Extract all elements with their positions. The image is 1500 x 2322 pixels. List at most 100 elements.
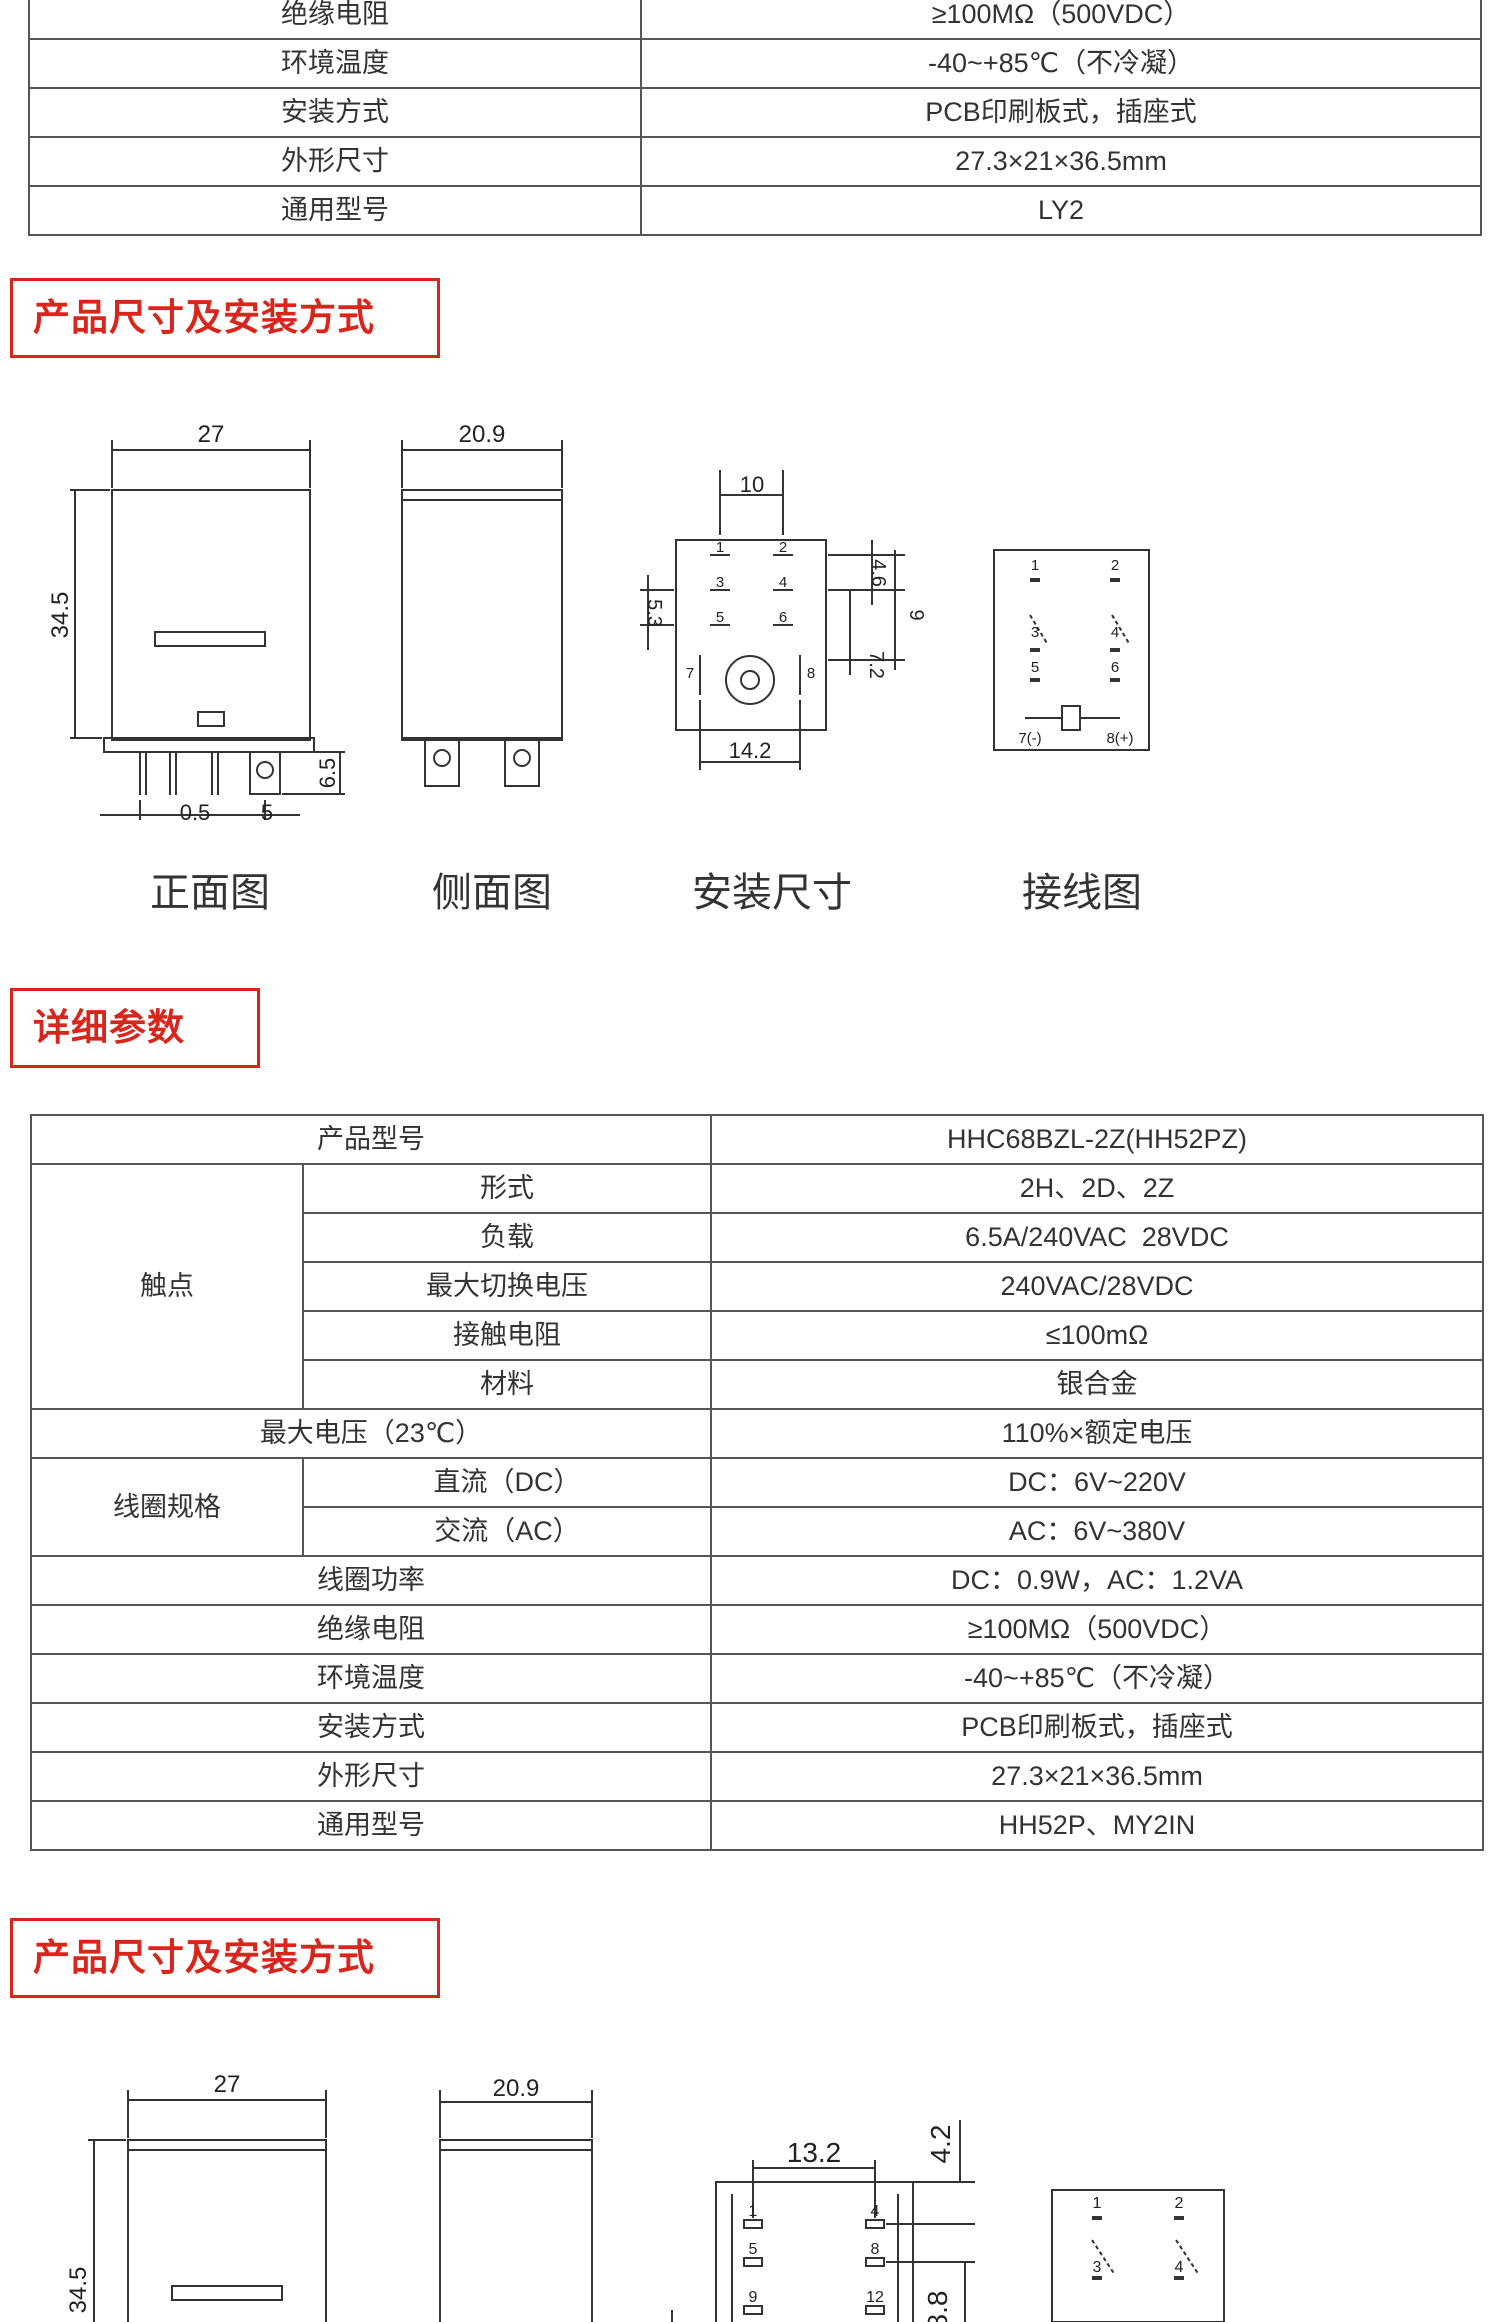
wiring-label: 1 — [1031, 557, 1039, 574]
row-value: DC：0.9W，AC：1.2VA — [710, 1555, 1484, 1606]
table-row: 材料 银合金 — [31, 1359, 1484, 1410]
row-value: -40~+85℃（不冷凝） — [640, 38, 1482, 89]
mount-pin-label: 1 — [749, 2203, 758, 2220]
detail-spec-table: 产品型号 HHC68BZL-2Z(HH52PZ) 触点 形式 2H、2D、2Z … — [30, 1114, 1484, 1851]
dim-mount-left: 5.3 — [643, 599, 665, 627]
section-title-dimensions: 产品尺寸及安装方式 — [10, 278, 440, 358]
table-row: 环境温度-40~+85℃（不冷凝） — [28, 38, 1482, 89]
dim-front-height: 34.5 — [47, 592, 74, 639]
wiring-label: 3 — [1031, 624, 1039, 641]
table-row: 产品型号 HHC68BZL-2Z(HH52PZ) — [30, 1114, 1484, 1165]
mount-pin-label: 8 — [871, 2241, 880, 2258]
row-value: HHC68BZL-2Z(HH52PZ) — [710, 1114, 1484, 1165]
dim-front-height-2: 34.5 — [65, 2267, 92, 2314]
wiring-diagram-drawing — [993, 549, 1150, 751]
dim-side-width: 20.9 — [459, 421, 506, 448]
row-value: LY2 — [640, 185, 1482, 236]
table-row: 环境温度-40~+85℃（不冷凝） — [30, 1653, 1484, 1704]
row-value: 110%×额定电压 — [710, 1408, 1484, 1459]
wiring-label: 3 — [1093, 2259, 1102, 2276]
mount-pin-label: 4 — [871, 2203, 880, 2220]
wiring-label: 4 — [1111, 624, 1119, 641]
dim-front-pin-len: 6.5 — [315, 758, 340, 789]
dim-front-width-2: 27 — [214, 2071, 241, 2098]
row-label: 环境温度 — [30, 1653, 712, 1704]
front-view-drawing — [70, 440, 345, 820]
row-label: 直流（DC） — [302, 1457, 712, 1508]
row-value: 2H、2D、2Z — [710, 1163, 1484, 1214]
row-value: -40~+85℃（不冷凝） — [710, 1653, 1484, 1704]
caption-mount-size: 安装尺寸 — [692, 871, 852, 915]
dimension-drawings-2: 27 34.5 20.9 13.2 4.2 8.8 1 4 5 8 9 12 1… — [65, 2071, 1225, 2322]
mount-pin-label: 12 — [866, 2289, 884, 2306]
wiring-label: 2 — [1111, 557, 1119, 574]
row-value: 27.3×21×36.5mm — [710, 1751, 1484, 1802]
row-label: 绝缘电阻 — [30, 1604, 712, 1655]
section-title-details: 详细参数 — [10, 988, 260, 1068]
row-label: 负载 — [302, 1212, 712, 1263]
dim-mount-bottom: 14.2 — [729, 738, 772, 763]
row-label: 线圈功率 — [30, 1555, 712, 1606]
wiring-label: 1 — [1093, 2195, 1102, 2212]
mount-pattern-drawing — [640, 470, 905, 770]
wiring-label: 8(+) — [1106, 730, 1133, 747]
row-value: 27.3×21×36.5mm — [640, 136, 1482, 187]
caption-front-view: 正面图 — [150, 871, 270, 915]
front-view-drawing-2 — [88, 2090, 327, 2322]
row-value: PCB印刷板式，插座式 — [710, 1702, 1484, 1753]
row-value: 银合金 — [710, 1359, 1484, 1410]
wiring-label: 6 — [1111, 659, 1119, 676]
row-label: 产品型号 — [30, 1114, 712, 1165]
row-label: 接触电阻 — [302, 1310, 712, 1361]
row-label: 通用型号 — [30, 1800, 712, 1851]
row-label: 绝缘电阻 — [28, 0, 642, 40]
table-row: 最大切换电压 240VAC/28VDC — [31, 1261, 1484, 1312]
table-row: 线圈规格 直流（DC） DC：6V~220V — [30, 1457, 1484, 1557]
wiring-diagram-drawing-2 — [1051, 2189, 1225, 2322]
mount-pattern-drawing-2 — [671, 2120, 975, 2322]
row-label: 外形尺寸 — [30, 1751, 712, 1802]
mount-pin-label: 5 — [716, 609, 724, 626]
row-label: 环境温度 — [28, 38, 642, 89]
dim-mount-r2-2: 8.8 — [922, 2291, 953, 2322]
mount-pin-label: 8 — [807, 665, 815, 682]
row-label: 安装方式 — [30, 1702, 712, 1753]
mount-pin-label: 2 — [779, 539, 787, 556]
wiring-label: 4 — [1175, 2259, 1184, 2276]
table-row: 负载 6.5A/240VAC 28VDC — [31, 1212, 1484, 1263]
table-row: 接触电阻 ≤100mΩ — [31, 1310, 1484, 1361]
table-row: 绝缘电阻≥100MΩ（500VDC） — [28, 0, 1482, 40]
mount-pin-label: 3 — [716, 574, 724, 591]
row-value: ≥100MΩ（500VDC） — [710, 1604, 1484, 1655]
row-value: DC：6V~220V — [710, 1457, 1484, 1508]
table-row: 交流（AC） AC：6V~380V — [31, 1506, 1484, 1557]
mount-pin-label: 7 — [686, 665, 694, 682]
mount-pin-label: 1 — [716, 539, 724, 556]
side-view-drawing-2 — [439, 2090, 593, 2322]
group-label-contact: 触点 — [30, 1163, 304, 1410]
dim-front-pin-w: 0.5 — [180, 800, 211, 825]
table-row: 最大电压（23℃） 110%×额定电压 — [30, 1408, 1484, 1459]
dim-side-width-2: 20.9 — [493, 2075, 540, 2102]
side-view-drawing — [401, 440, 563, 787]
row-label: 材料 — [302, 1359, 712, 1410]
caption-side-view: 侧面图 — [432, 871, 552, 915]
wiring-label: 7(-) — [1018, 730, 1041, 747]
row-value: ≤100mΩ — [710, 1310, 1484, 1361]
row-label: 最大电压（23℃） — [30, 1408, 712, 1459]
dim-front-pin-pitch: 5 — [261, 800, 273, 825]
mount-pin-label: 9 — [749, 2289, 758, 2306]
dim-mount-r3: 7.2 — [865, 651, 887, 679]
dim-mount-top: 10 — [740, 472, 764, 497]
dim-front-width: 27 — [198, 421, 225, 448]
dimension-drawings: 27 34.5 6.5 0.5 5 20.9 10 14.2 5.3 4.6 9… — [47, 421, 1150, 825]
row-label: 安装方式 — [28, 87, 642, 138]
mount-pin-label: 5 — [749, 2241, 758, 2258]
top-spec-table: 绝缘电阻≥100MΩ（500VDC） 环境温度-40~+85℃（不冷凝） 安装方… — [28, 0, 1482, 236]
